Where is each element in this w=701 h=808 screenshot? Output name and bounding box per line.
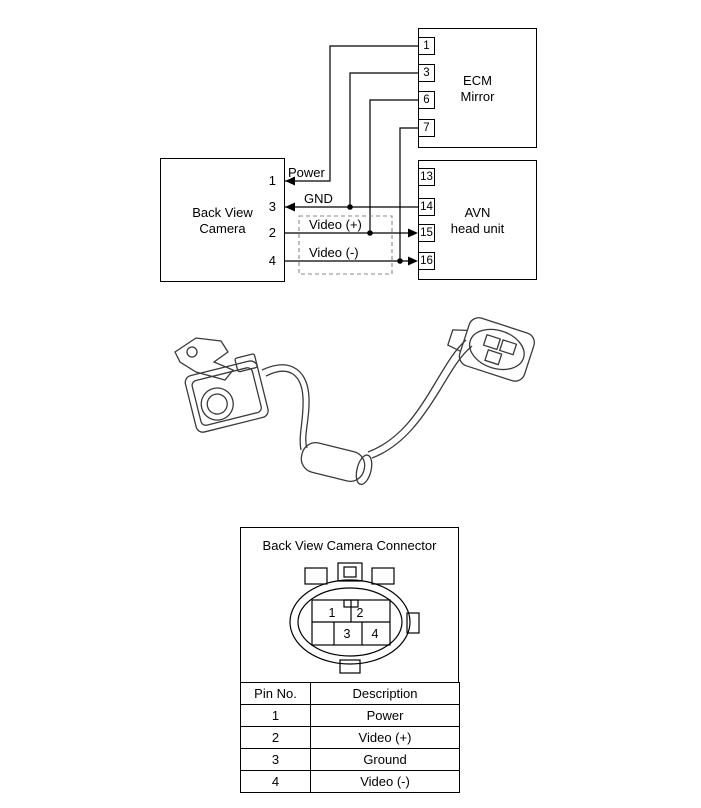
camera-harness-illustration bbox=[174, 317, 535, 486]
avn-head-unit-box: AVN head unit bbox=[418, 160, 537, 280]
connector-face-pin-3: 3 bbox=[343, 627, 351, 641]
gnd-wire-label: GND bbox=[304, 191, 333, 206]
shielded-cable-dashed-box bbox=[298, 215, 393, 275]
camera-pin-4: 4 bbox=[268, 253, 276, 268]
video-plus-arrow-icon bbox=[408, 228, 418, 238]
camera-pin-3: 3 bbox=[268, 199, 276, 214]
pin-table-header-row: Pin No. Description bbox=[240, 682, 460, 705]
avn-pin-14: 14 bbox=[418, 198, 435, 216]
video-minus-wire-label: Video (-) bbox=[309, 245, 359, 260]
ecm-pin-6: 6 bbox=[418, 91, 435, 109]
camera-bracket-sketch bbox=[174, 337, 235, 381]
back-view-camera-box: Back View Camera bbox=[160, 158, 285, 282]
gnd-junction-dot bbox=[347, 204, 353, 210]
avn-pin-13: 13 bbox=[418, 168, 435, 186]
connector-face-pin-1: 1 bbox=[328, 606, 336, 620]
video-minus-arrow-icon bbox=[408, 256, 418, 266]
table-row: 4 Video (-) bbox=[240, 770, 460, 793]
connector-outer-shell bbox=[289, 579, 411, 665]
pin-no-header: Pin No. bbox=[240, 682, 311, 705]
description-cell: Power bbox=[310, 704, 460, 727]
connector-latch bbox=[337, 562, 363, 582]
wire-arrows-and-junctions bbox=[285, 176, 418, 266]
video-plus-wire-label: Video (+) bbox=[309, 217, 362, 232]
harness-connector-sketch bbox=[447, 317, 535, 382]
camera-body-sketch bbox=[184, 353, 269, 433]
cable-segment-2 bbox=[367, 339, 467, 453]
ecm-mirror-box: ECM Mirror bbox=[418, 28, 537, 148]
power-wire-label: Power bbox=[288, 165, 325, 180]
pin-no-cell: 2 bbox=[240, 726, 311, 749]
table-row: 2 Video (+) bbox=[240, 726, 460, 749]
avn-pin-15: 15 bbox=[418, 224, 435, 242]
connector-face-pin-2: 2 bbox=[356, 606, 364, 620]
camera-box-label: Back View Camera bbox=[192, 205, 253, 236]
housing-notch bbox=[343, 599, 359, 608]
video-minus-branch-wire bbox=[399, 127, 418, 261]
video-plus-branch-wire bbox=[369, 99, 418, 233]
gnd-arrow-icon bbox=[285, 202, 295, 212]
camera-pin-2: 2 bbox=[268, 225, 276, 240]
cable-segment-1 bbox=[261, 364, 310, 449]
power-wire bbox=[285, 45, 418, 182]
connector-face-drawing bbox=[289, 562, 420, 674]
description-cell: Ground bbox=[310, 748, 460, 771]
connector-inner-shell bbox=[297, 587, 403, 657]
table-row: 3 Ground bbox=[240, 748, 460, 771]
connector-face-pin-4: 4 bbox=[371, 627, 379, 641]
camera-lens bbox=[200, 387, 234, 421]
video-minus-junction-dot bbox=[397, 258, 403, 264]
video-plus-junction-dot bbox=[367, 230, 373, 236]
pin-no-cell: 4 bbox=[240, 770, 311, 793]
connector-tab-left bbox=[304, 567, 328, 585]
camera-pin-1: 1 bbox=[268, 173, 276, 188]
connector-bottom-tail bbox=[339, 659, 361, 674]
table-row: 1 Power bbox=[240, 704, 460, 727]
wiring-lines bbox=[285, 45, 418, 262]
power-arrow-icon bbox=[285, 176, 295, 186]
connector-tab-right bbox=[371, 567, 395, 585]
ecm-pin-7: 7 bbox=[418, 119, 435, 137]
ecm-pin-1: 1 bbox=[418, 37, 435, 55]
pin-no-cell: 1 bbox=[240, 704, 311, 727]
avn-pin-16: 16 bbox=[418, 252, 435, 270]
ecm-pin-3: 3 bbox=[418, 64, 435, 82]
avn-box-label: AVN head unit bbox=[450, 205, 505, 236]
description-cell: Video (-) bbox=[310, 770, 460, 793]
connector-panel-title: Back View Camera Connector bbox=[262, 538, 437, 553]
bracket-hole bbox=[186, 346, 198, 358]
connector-side-tab bbox=[406, 612, 420, 634]
pin-table: Pin No. Description 1 Power 2 Video (+) … bbox=[240, 682, 460, 793]
ferrite-bead-sketch bbox=[300, 442, 373, 486]
description-cell: Video (+) bbox=[310, 726, 460, 749]
ecm-box-label: ECM Mirror bbox=[460, 73, 495, 104]
gnd-branch-wire bbox=[349, 72, 418, 207]
pin-no-cell: 3 bbox=[240, 748, 311, 771]
description-header: Description bbox=[310, 682, 460, 705]
